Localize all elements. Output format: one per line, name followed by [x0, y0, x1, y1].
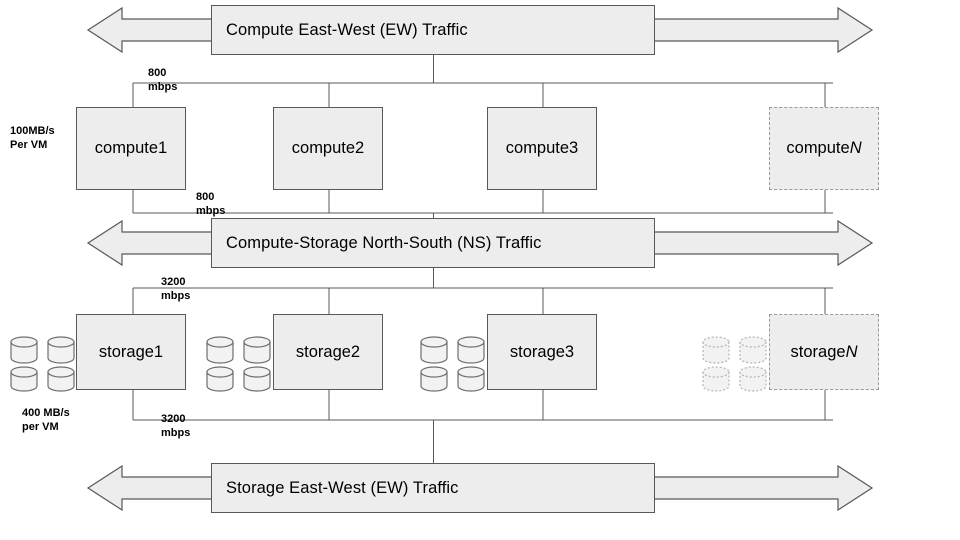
- traffic-bar-compute-storage-ns: Compute-Storage North-South (NS) Traffic: [0, 213, 960, 273]
- traffic-label-storage-ew: Storage East-West (EW) Traffic: [226, 478, 459, 497]
- node-label-storage3: storage3: [509, 342, 575, 361]
- disk-group-storage2: [206, 336, 271, 392]
- database-icon: [10, 336, 38, 364]
- node-label-compute1: compute1: [94, 139, 168, 157]
- node-compute1[interactable]: compute1: [76, 107, 186, 190]
- node-label-compute3: compute3: [505, 139, 579, 157]
- disk-group-storage3: [420, 336, 485, 392]
- node-label-storageN: storageN: [790, 342, 858, 361]
- database-icon: [457, 336, 485, 364]
- traffic-bar-compute-ew: Compute East-West (EW) Traffic: [0, 0, 960, 60]
- traffic-label-compute-storage-ns: Compute-Storage North-South (NS) Traffic: [226, 233, 542, 252]
- bandwidth-label-storage-top: 3200 mbps: [161, 276, 191, 302]
- node-compute3[interactable]: compute3: [487, 107, 597, 190]
- traffic-label-box-compute-ew: Compute East-West (EW) Traffic: [211, 5, 655, 55]
- database-icon: [243, 336, 271, 364]
- node-label-computeN: computeN: [786, 139, 862, 157]
- disk-group-storage1: [10, 336, 75, 392]
- database-icon: [47, 336, 75, 364]
- traffic-label-box-compute-storage-ns: Compute-Storage North-South (NS) Traffic: [211, 218, 655, 268]
- database-icon: [206, 366, 234, 392]
- database-icon: [739, 366, 767, 392]
- database-icon: [10, 366, 38, 392]
- node-storage1[interactable]: storage1: [76, 314, 186, 390]
- traffic-label-box-storage-ew: Storage East-West (EW) Traffic: [211, 463, 655, 513]
- database-icon: [702, 336, 730, 364]
- node-storage2[interactable]: storage2: [273, 314, 383, 390]
- database-icon: [420, 336, 448, 364]
- bandwidth-label-compute-bottom: 800 mbps: [196, 191, 226, 217]
- database-icon: [739, 336, 767, 364]
- database-icon: [206, 336, 234, 364]
- node-storage3[interactable]: storage3: [487, 314, 597, 390]
- database-icon: [420, 366, 448, 392]
- database-icon: [243, 366, 271, 392]
- database-icon: [47, 366, 75, 392]
- node-compute2[interactable]: compute2: [273, 107, 383, 190]
- annotation-storage-per-vm: 400 MB/s per VM: [22, 407, 70, 433]
- node-label-storage1: storage1: [98, 342, 164, 361]
- node-label-storage2: storage2: [295, 342, 361, 361]
- traffic-bar-storage-ew: Storage East-West (EW) Traffic: [0, 458, 960, 518]
- annotation-compute-per-vm: 100MB/s Per VM: [10, 125, 55, 151]
- node-label-compute2: compute2: [291, 139, 365, 157]
- traffic-label-compute-ew: Compute East-West (EW) Traffic: [226, 20, 468, 39]
- disk-group-storageN: [702, 336, 767, 392]
- database-icon: [702, 366, 730, 392]
- node-storageN[interactable]: storageN: [769, 314, 879, 390]
- node-computeN[interactable]: computeN: [769, 107, 879, 190]
- bandwidth-label-compute-top: 800 mbps: [148, 67, 178, 93]
- bandwidth-label-storage-bottom: 3200 mbps: [161, 413, 191, 439]
- database-icon: [457, 366, 485, 392]
